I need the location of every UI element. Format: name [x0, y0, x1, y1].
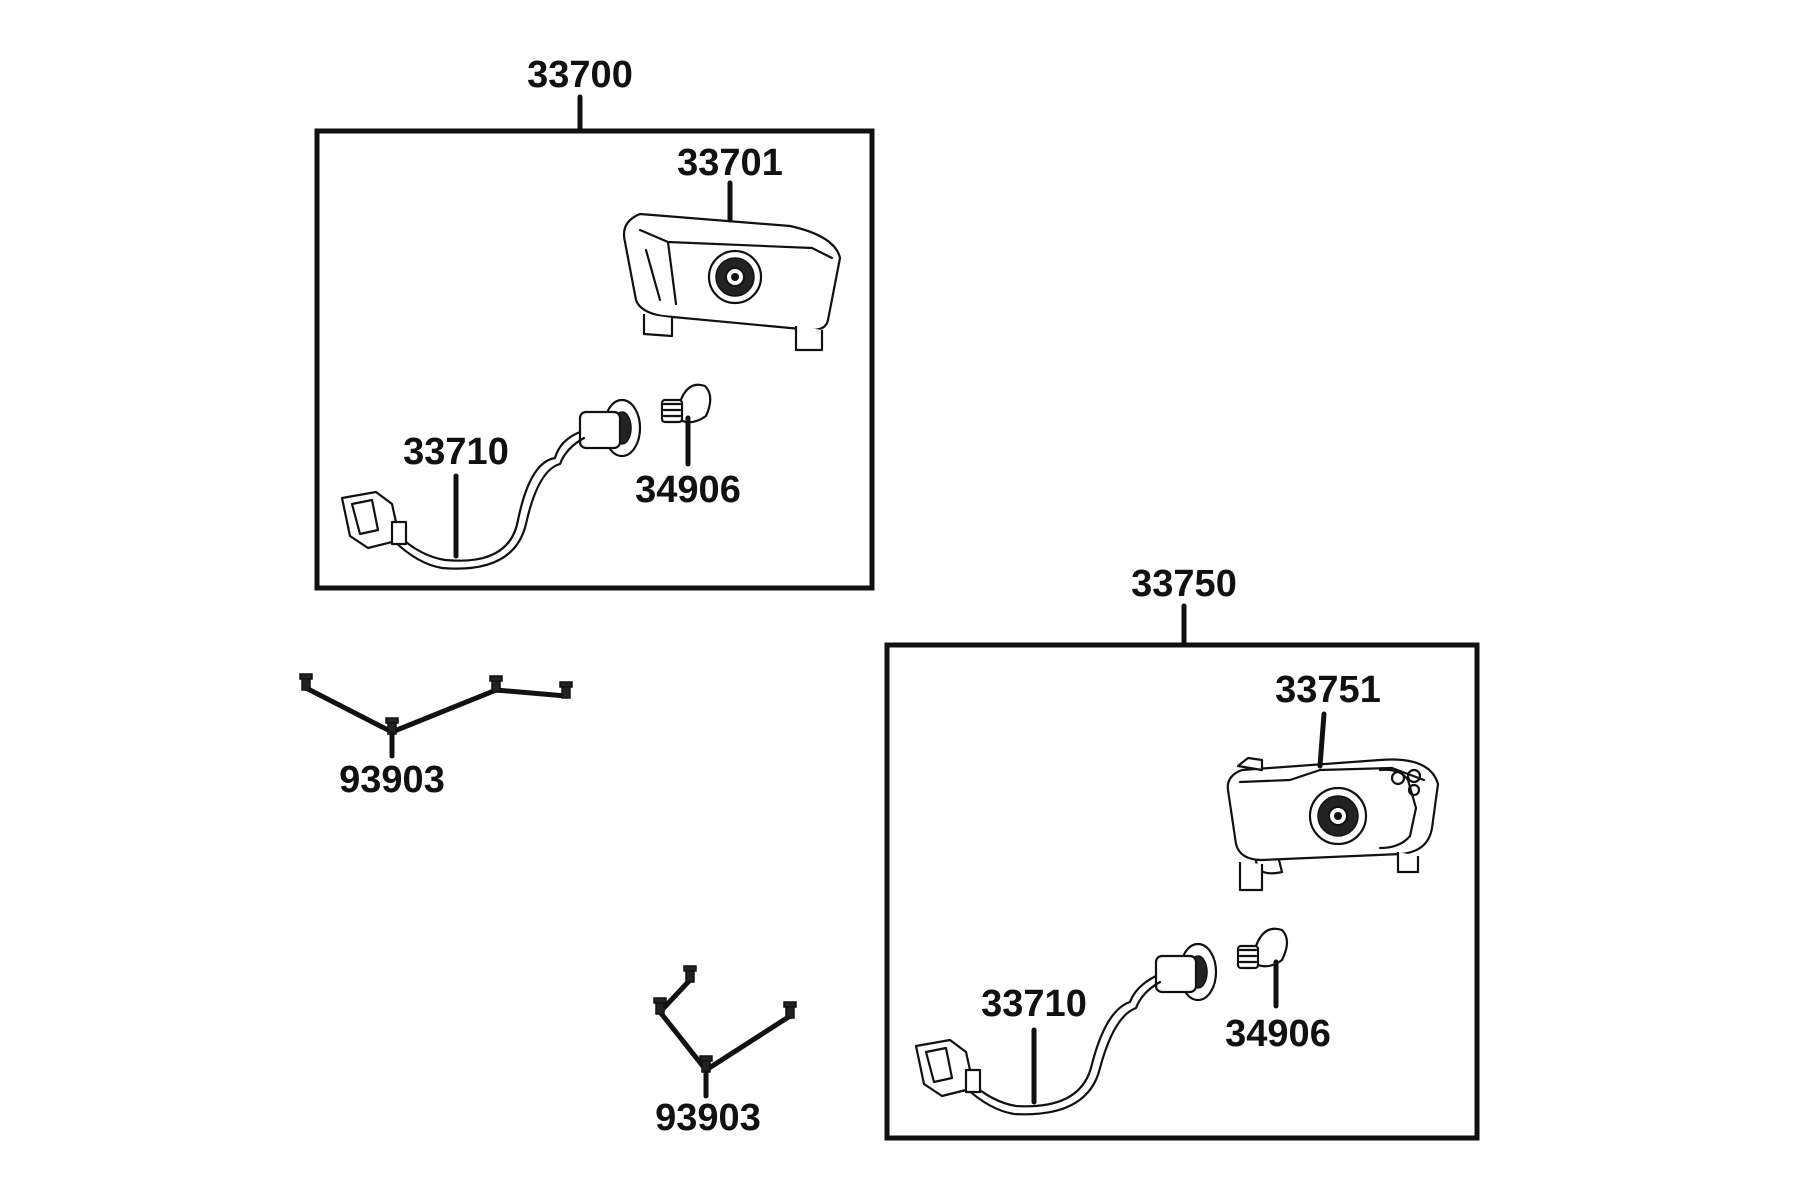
lens-label-33701: 33701: [677, 142, 783, 184]
turn-signal-lens-icon: [1226, 756, 1440, 892]
assembly-33750: 33750 33751 34906: [884, 563, 1480, 1141]
screw-icon: [299, 673, 573, 735]
socket-harness-icon: [914, 942, 1218, 1116]
screw-tie-line: [656, 977, 793, 1074]
bulb-label-34906: 34906: [635, 469, 741, 511]
screw-set-upper: 93903: [299, 673, 573, 801]
screw-tie-line: [303, 685, 569, 735]
assembly-frame-33700: [314, 128, 875, 591]
screw-set-lower: 93903: [653, 965, 797, 1139]
screw-icon: [653, 965, 797, 1073]
assembly-label-33700: 33700: [527, 54, 633, 96]
screw-label-93903-upper: 93903: [339, 759, 445, 801]
assembly-frame-33750: [884, 642, 1480, 1141]
lens-label-33751: 33751: [1275, 669, 1381, 711]
socket-harness-icon: [340, 398, 642, 570]
bulb-label-34906: 34906: [1225, 1013, 1331, 1055]
screw-label-93903-lower: 93903: [655, 1097, 761, 1139]
harness-label-33710: 33710: [981, 983, 1087, 1025]
assembly-label-33750: 33750: [1131, 563, 1237, 605]
assembly-33700: 33700 33701 34906: [314, 54, 875, 591]
bulb-icon: [1236, 927, 1289, 970]
lens-leader-33751: [1317, 711, 1327, 769]
turn-signal-lens-icon: [622, 212, 842, 352]
harness-label-33710: 33710: [403, 431, 509, 473]
